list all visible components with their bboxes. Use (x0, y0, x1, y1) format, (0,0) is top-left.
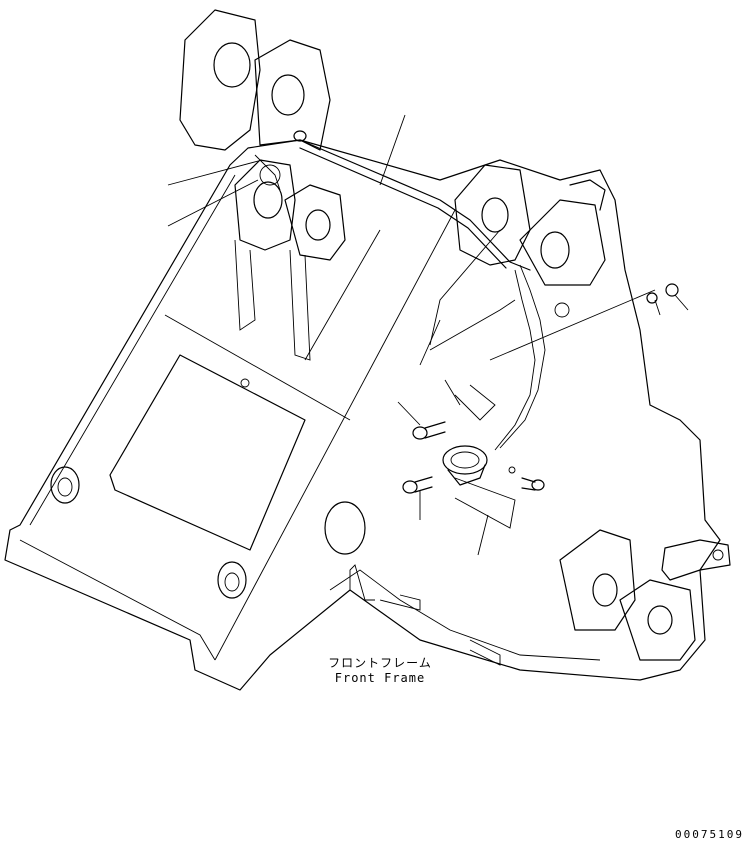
upper-right-hinge-ears (454, 164, 606, 318)
leader-lines (167, 114, 689, 556)
upper-bracket-bolt (254, 130, 307, 191)
upper-left-hinge-ears (179, 9, 346, 361)
frame-name-japanese: フロントフレーム (328, 656, 432, 670)
wiring-harness (299, 139, 546, 451)
access-panel (109, 354, 306, 551)
front-frame-body (4, 139, 721, 691)
bolt-right (508, 466, 545, 491)
lower-right-hinge-ears (559, 529, 696, 661)
left-mount-bosses (50, 466, 366, 599)
lamp-assembly (442, 384, 516, 529)
washer-nut (646, 283, 679, 304)
bolt-lower-left (402, 476, 433, 494)
frame-name-english: Front Frame (334, 671, 426, 685)
right-clevis (661, 539, 731, 581)
drawing-number: 00075109 (675, 828, 744, 841)
bolt-upper-left (412, 421, 446, 440)
